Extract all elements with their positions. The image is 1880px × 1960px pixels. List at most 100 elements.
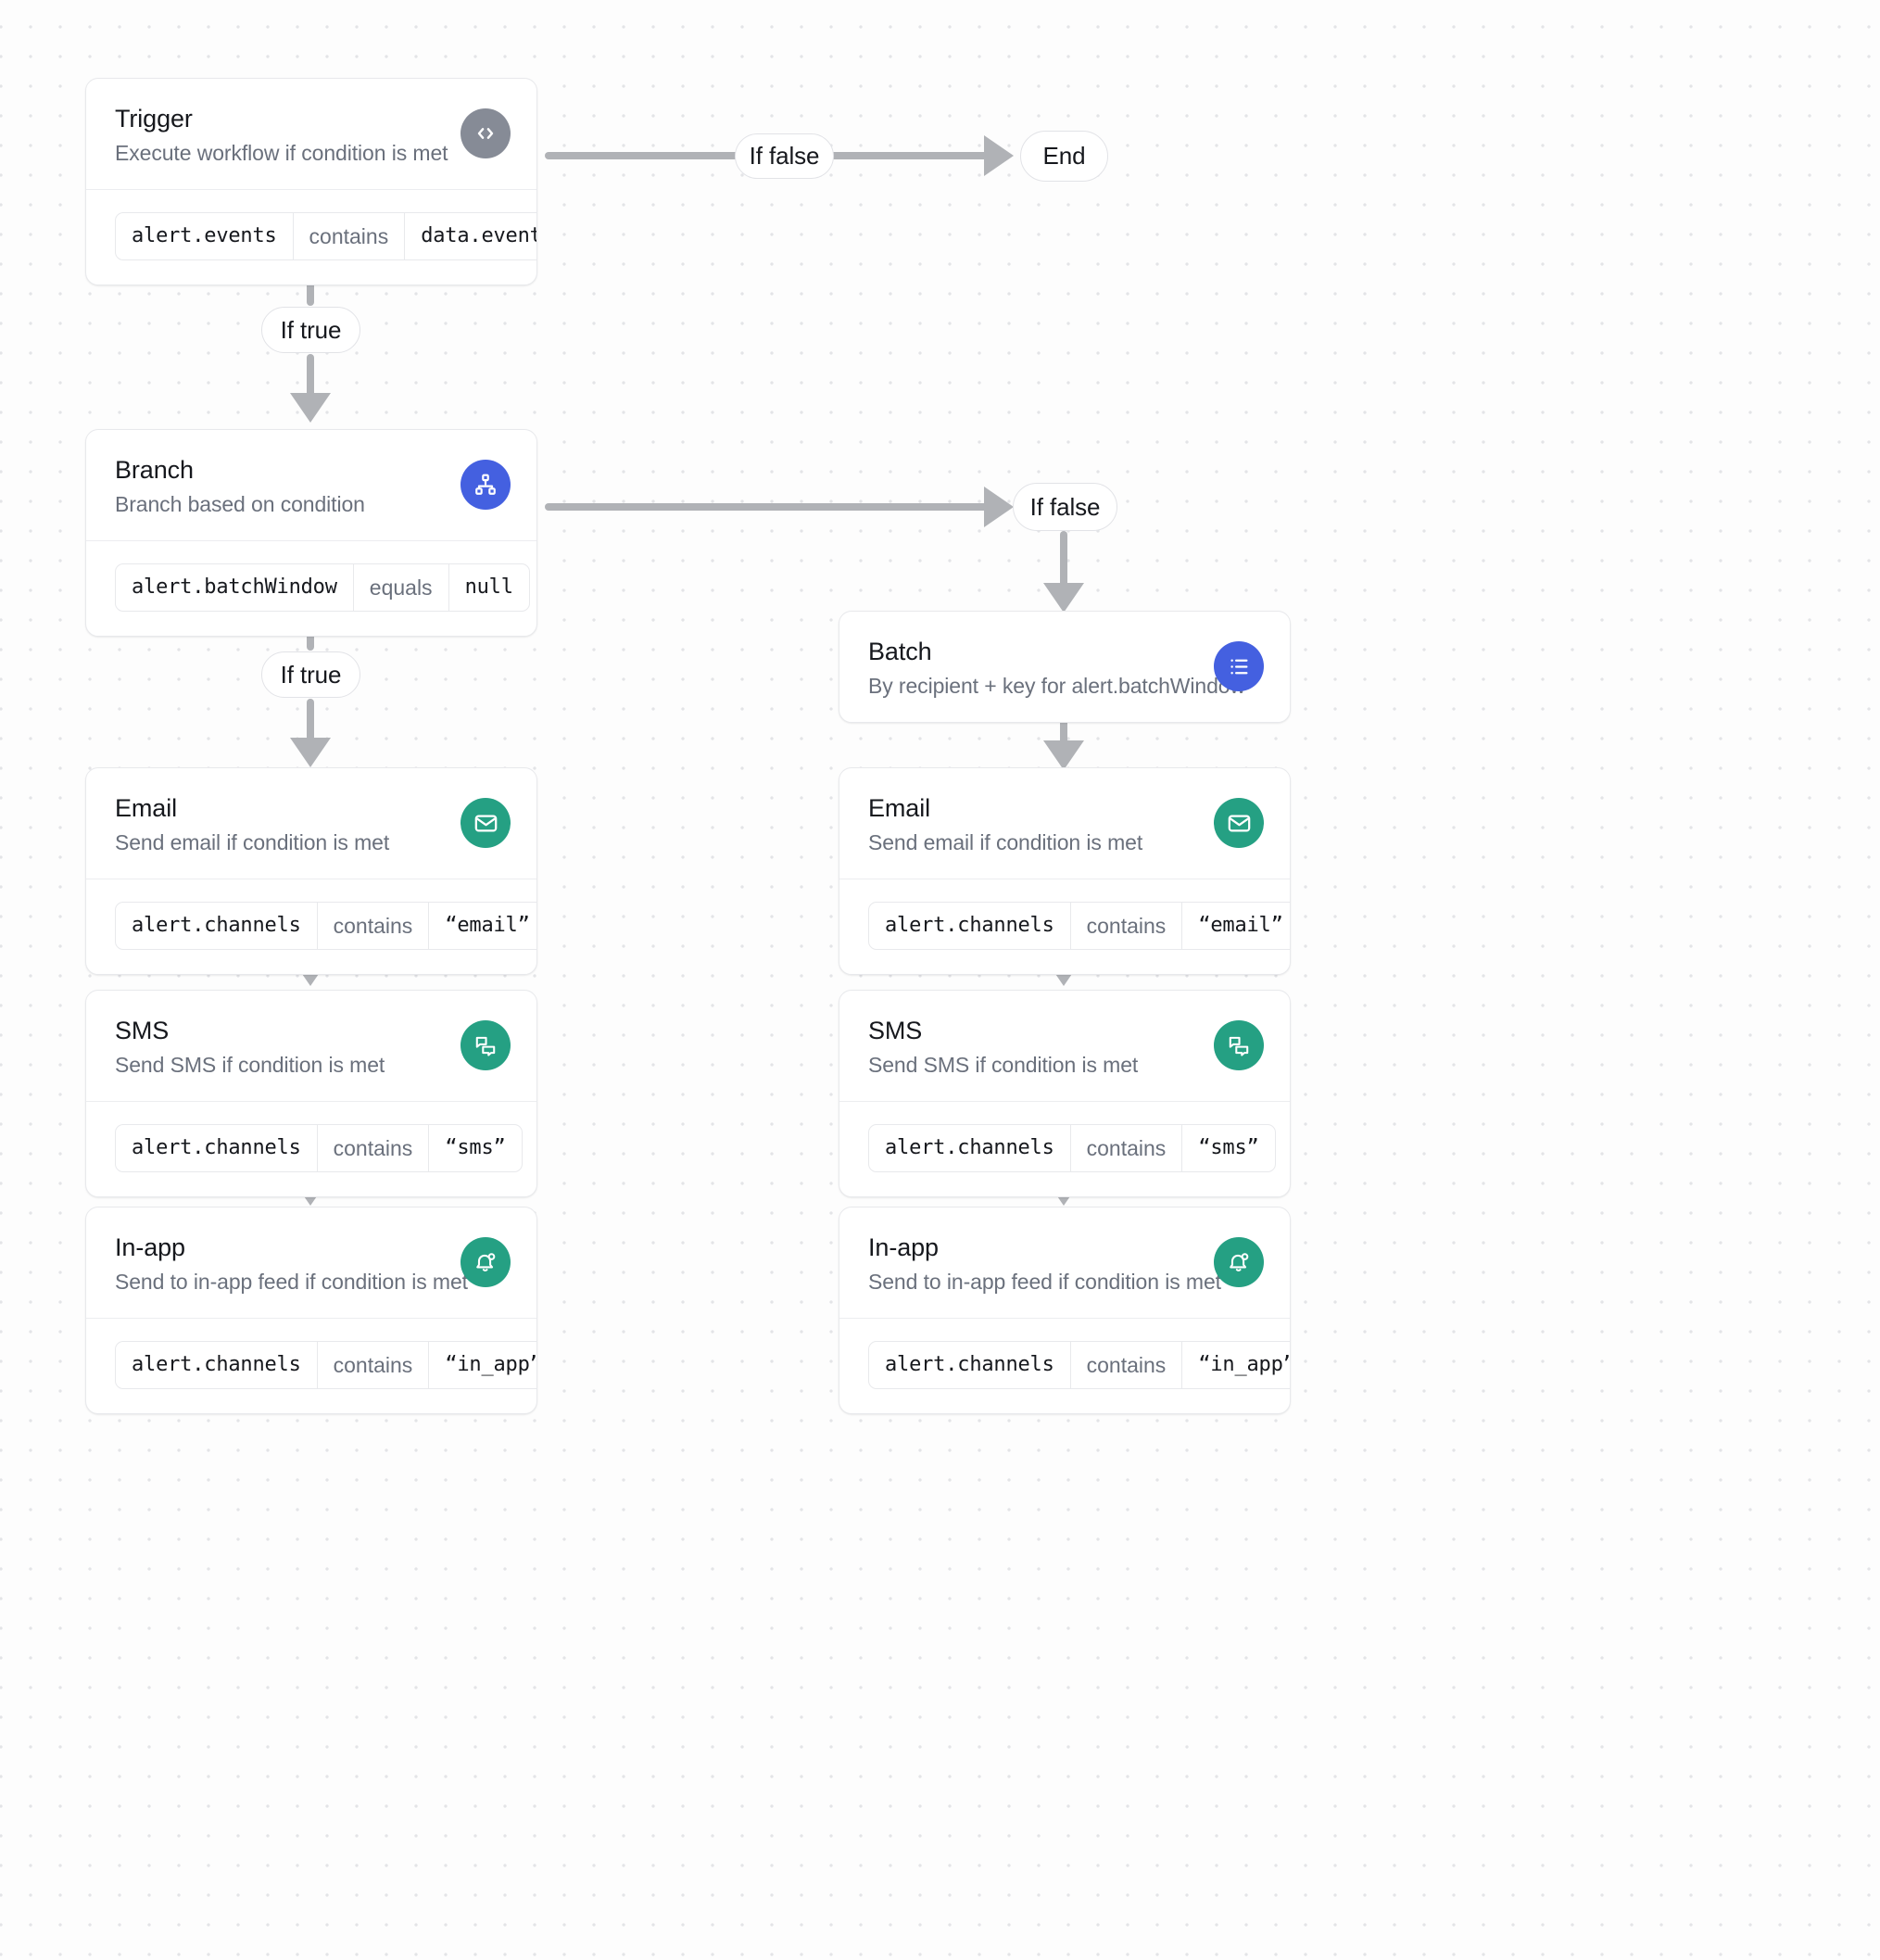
sms-right-subtitle: Send SMS if condition is met bbox=[868, 1053, 1139, 1077]
sms-left-title: SMS bbox=[115, 1017, 170, 1044]
trigger-condition-value: data.event bbox=[421, 224, 537, 247]
pill-branch-if-true[interactable]: If true bbox=[261, 651, 360, 698]
email-right-condition-operator: contains bbox=[1069, 903, 1183, 949]
sms-left-condition-field: alert.channels bbox=[132, 1136, 301, 1159]
chat-bubbles-icon bbox=[1214, 1020, 1264, 1070]
inapp-left-title: In-app bbox=[115, 1233, 185, 1261]
email-left-title: Email bbox=[115, 794, 178, 822]
trigger-condition-field: alert.events bbox=[132, 224, 277, 247]
batch-title: Batch bbox=[868, 638, 932, 665]
sms-right-condition-value: “sms” bbox=[1198, 1136, 1259, 1159]
node-card-batch[interactable]: Batch By recipient + key for alert.batch… bbox=[839, 611, 1291, 723]
arrowhead-branch-iffalse bbox=[984, 487, 1014, 527]
inapp-right-card-header: In-app Send to in-app feed if condition … bbox=[839, 1208, 1290, 1318]
branch-condition[interactable]: alert.batchWindow equals null bbox=[115, 563, 530, 612]
sms-right-card-header: SMS Send SMS if condition is met bbox=[839, 991, 1290, 1101]
pill-trigger-if-true-label: If true bbox=[280, 315, 342, 344]
arrowhead-to-branch bbox=[290, 393, 331, 423]
email-right-condition-value: “email” bbox=[1198, 914, 1283, 937]
arrowhead-to-end bbox=[984, 135, 1014, 176]
inapp-right-condition[interactable]: alert.channels contains “in_app” bbox=[868, 1341, 1291, 1389]
node-card-inapp-left[interactable]: In-app Send to in-app feed if condition … bbox=[85, 1207, 537, 1414]
pill-branch-if-false[interactable]: If false bbox=[1013, 483, 1117, 531]
inapp-right-title: In-app bbox=[868, 1233, 939, 1261]
email-right-condition[interactable]: alert.channels contains “email” bbox=[868, 902, 1290, 950]
node-card-inapp-right[interactable]: In-app Send to in-app feed if condition … bbox=[839, 1207, 1291, 1414]
branch-condition-operator: equals bbox=[352, 564, 449, 611]
node-card-trigger[interactable]: Trigger Execute workflow if condition is… bbox=[85, 78, 537, 285]
inapp-right-condition-value: “in_app” bbox=[1198, 1353, 1291, 1376]
email-right-condition-field: alert.channels bbox=[885, 914, 1054, 937]
inapp-left-card-body: alert.channels contains “in_app” bbox=[86, 1318, 536, 1413]
inapp-left-condition[interactable]: alert.channels contains “in_app” bbox=[115, 1341, 537, 1389]
node-card-sms-right[interactable]: SMS Send SMS if condition is met alert.c… bbox=[839, 990, 1291, 1197]
email-left-card-header: Email Send email if condition is met bbox=[86, 768, 536, 879]
email-left-condition[interactable]: alert.channels contains “email” bbox=[115, 902, 536, 950]
envelope-icon bbox=[1214, 798, 1264, 848]
inapp-left-condition-field: alert.channels bbox=[132, 1353, 301, 1376]
sms-right-condition-operator: contains bbox=[1069, 1125, 1183, 1171]
email-left-card-body: alert.channels contains “email” bbox=[86, 879, 536, 974]
sms-left-card-header: SMS Send SMS if condition is met bbox=[86, 991, 536, 1101]
sms-right-title: SMS bbox=[868, 1017, 923, 1044]
trigger-condition[interactable]: alert.events contains data.event bbox=[115, 212, 537, 260]
email-left-condition-field: alert.channels bbox=[132, 914, 301, 937]
inapp-left-condition-operator: contains bbox=[316, 1342, 430, 1388]
pill-trigger-if-false[interactable]: If false bbox=[735, 133, 834, 179]
arrowhead-to-email-right bbox=[1043, 740, 1084, 770]
trigger-card-header: Trigger Execute workflow if condition is… bbox=[86, 79, 536, 189]
node-card-sms-left[interactable]: SMS Send SMS if condition is met alert.c… bbox=[85, 990, 537, 1197]
sms-left-condition-operator: contains bbox=[316, 1125, 430, 1171]
connector-batch-to-email-right bbox=[1060, 706, 1067, 751]
branch-title: Branch bbox=[115, 456, 194, 484]
trigger-title: Trigger bbox=[115, 105, 193, 133]
email-left-condition-operator: contains bbox=[316, 903, 430, 949]
batch-subtitle: By recipient + key for alert.batchWindow bbox=[868, 674, 1245, 698]
list-icon bbox=[1214, 641, 1264, 691]
envelope-icon bbox=[461, 798, 511, 848]
connector-iftrue-to-email bbox=[307, 699, 314, 751]
branch-card-header: Branch Branch based on condition bbox=[86, 430, 536, 540]
email-right-title: Email bbox=[868, 794, 931, 822]
pill-branch-if-false-label: If false bbox=[1029, 492, 1101, 521]
sms-left-condition-value: “sms” bbox=[445, 1136, 506, 1159]
chat-bubbles-icon bbox=[461, 1020, 511, 1070]
branch-subtitle: Branch based on condition bbox=[115, 492, 365, 516]
email-right-card-header: Email Send email if condition is met bbox=[839, 768, 1290, 879]
arrowhead-to-email-left bbox=[290, 738, 331, 767]
pill-end[interactable]: End bbox=[1020, 131, 1108, 182]
email-right-subtitle: Send email if condition is met bbox=[868, 830, 1143, 854]
node-card-email-left[interactable]: Email Send email if condition is met ale… bbox=[85, 767, 537, 975]
trigger-subtitle: Execute workflow if condition is met bbox=[115, 141, 448, 165]
connector-iftrue-to-branch bbox=[307, 354, 314, 410]
arrowhead-to-batch bbox=[1043, 583, 1084, 613]
pill-trigger-if-false-label: If false bbox=[749, 142, 820, 170]
email-left-subtitle: Send email if condition is met bbox=[115, 830, 390, 854]
inapp-left-subtitle: Send to in-app feed if condition is met bbox=[115, 1270, 468, 1294]
pill-branch-if-true-label: If true bbox=[280, 660, 342, 689]
sms-right-condition[interactable]: alert.channels contains “sms” bbox=[868, 1124, 1276, 1172]
branch-condition-value: null bbox=[464, 575, 513, 599]
email-left-condition-value: “email” bbox=[445, 914, 530, 937]
sms-left-card-body: alert.channels contains “sms” bbox=[86, 1101, 536, 1196]
connector-iffalse-to-batch bbox=[1060, 531, 1067, 592]
connector-iffalse-to-end bbox=[830, 152, 1006, 159]
node-card-branch[interactable]: Branch Branch based on condition alert.b… bbox=[85, 429, 537, 637]
inapp-left-card-header: In-app Send to in-app feed if condition … bbox=[86, 1208, 536, 1318]
bell-dot-icon bbox=[1214, 1237, 1264, 1287]
inapp-right-subtitle: Send to in-app feed if condition is met bbox=[868, 1270, 1221, 1294]
connector-branch-to-iffalse bbox=[545, 503, 1008, 511]
trigger-condition-operator: contains bbox=[292, 213, 406, 259]
sitemap-icon bbox=[461, 460, 511, 510]
inapp-right-card-body: alert.channels contains “in_app” bbox=[839, 1318, 1290, 1413]
pill-trigger-if-true[interactable]: If true bbox=[261, 307, 360, 353]
node-card-email-right[interactable]: Email Send email if condition is met ale… bbox=[839, 767, 1291, 975]
email-right-card-body: alert.channels contains “email” bbox=[839, 879, 1290, 974]
sms-left-condition[interactable]: alert.channels contains “sms” bbox=[115, 1124, 523, 1172]
batch-card-header: Batch By recipient + key for alert.batch… bbox=[839, 612, 1290, 722]
inapp-left-condition-value: “in_app” bbox=[445, 1353, 537, 1376]
connector-trigger-to-iffalse bbox=[545, 152, 741, 159]
sms-right-card-body: alert.channels contains “sms” bbox=[839, 1101, 1290, 1196]
branch-card-body: alert.batchWindow equals null bbox=[86, 540, 536, 636]
